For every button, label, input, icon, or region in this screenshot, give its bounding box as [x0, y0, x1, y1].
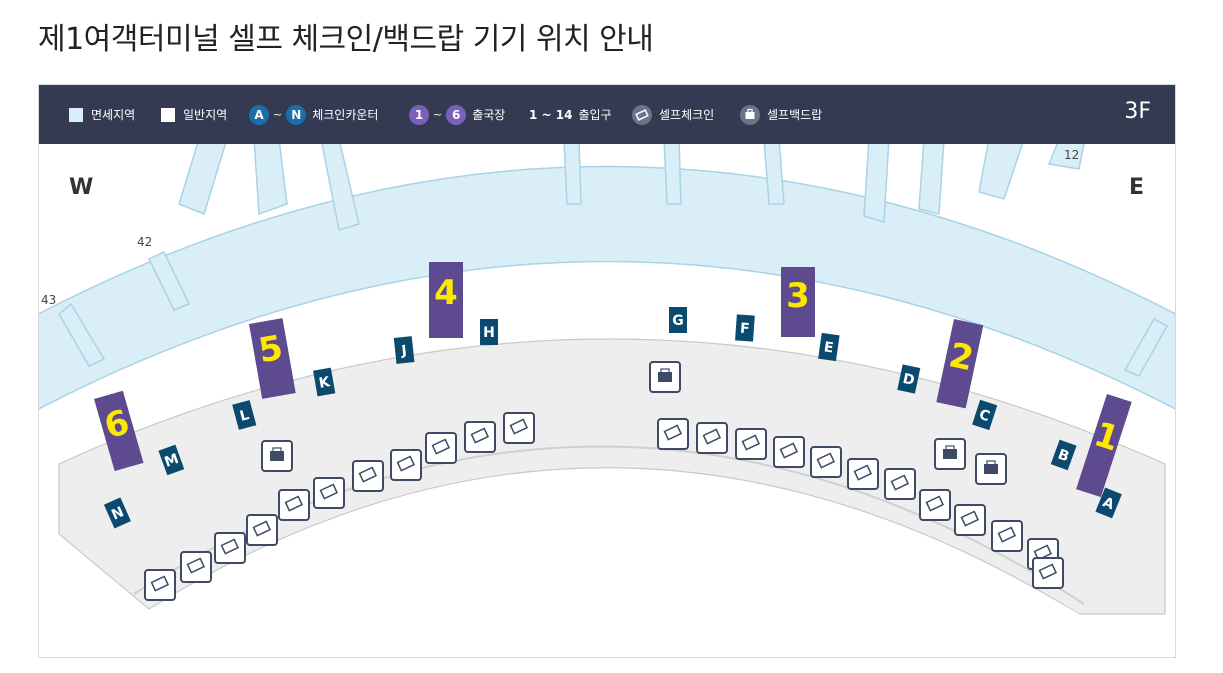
page-title: 제1여객터미널 셀프 체크인/백드랍 기기 위치 안내 [38, 22, 654, 57]
legend-self-checkin: 셀프체크인 [631, 85, 714, 144]
boarding-piers [58, 144, 1169, 377]
self-bagdrop-luggage-icon[interactable] [261, 440, 293, 472]
checkin-counter-b[interactable]: B [1050, 439, 1077, 471]
checkin-counter-d[interactable]: D [897, 364, 921, 394]
checkin-counter-h[interactable]: H [480, 319, 498, 345]
departure-hall-3[interactable]: 3 [781, 267, 815, 337]
svg-text:F: F [740, 321, 751, 338]
self-checkin-kiosk-icon[interactable] [773, 436, 805, 468]
self-checkin-kiosk-icon[interactable] [313, 477, 345, 509]
legend-departure-to: 6 [446, 104, 467, 125]
self-checkin-kiosk-icon[interactable] [919, 489, 951, 521]
self-checkin-markers [144, 412, 1064, 601]
svg-text:M: M [162, 451, 181, 471]
legend-duty-free-label: 면세지역 [91, 108, 136, 122]
terminal-map: 면세지역 일반지역 A ~ N 체크인카운터 1 ~ 6 출국장 1 ~ 14 … [38, 84, 1176, 658]
legend-counter-to: N [286, 104, 307, 125]
checkin-counter-e[interactable]: E [818, 332, 840, 362]
gate-number-12: 12 [1064, 148, 1079, 162]
legend-departure-tilde: ~ [433, 108, 443, 121]
self-checkin-kiosk-icon[interactable] [503, 412, 535, 444]
departure-hall-number: 4 [434, 273, 458, 313]
legend-departure-label: 출국장 [472, 108, 506, 122]
self-checkin-kiosk-icon[interactable] [735, 428, 767, 460]
legend-self-bagdrop-label: 셀프백드랍 [767, 108, 823, 122]
landside-apron [53, 476, 1165, 657]
self-checkin-kiosk-icon[interactable] [657, 418, 689, 450]
checkin-counter-f[interactable]: F [735, 314, 755, 342]
legend-self-checkin-label: 셀프체크인 [659, 108, 715, 122]
east-label: E [1129, 175, 1144, 200]
self-checkin-kiosk-icon[interactable] [991, 520, 1023, 552]
checkin-counter-l[interactable]: L [232, 400, 257, 430]
departure-hall-number: 3 [786, 276, 810, 316]
self-bagdrop-markers [261, 361, 1007, 485]
departure-hall-2[interactable]: 2 [936, 319, 984, 409]
svg-text:D: D [901, 371, 916, 389]
legend-counter-tilde: ~ [273, 108, 283, 121]
self-checkin-kiosk-icon[interactable] [278, 489, 310, 521]
self-checkin-kiosk-icon[interactable] [390, 449, 422, 481]
svg-text:J: J [400, 343, 408, 360]
checkin-counter-k[interactable]: K [313, 367, 336, 397]
self-checkin-kiosk-icon[interactable] [214, 532, 246, 564]
duty-free-swatch [69, 107, 83, 122]
departure-hall-4[interactable]: 4 [429, 262, 463, 338]
general-swatch [161, 107, 175, 122]
self-bagdrop-luggage-icon [740, 104, 760, 125]
map-legend-bar: 면세지역 일반지역 A ~ N 체크인카운터 1 ~ 6 출국장 1 ~ 14 … [39, 85, 1175, 144]
svg-text:G: G [672, 313, 684, 329]
checkin-counter-n[interactable]: N [103, 497, 131, 529]
legend-self-bagdrop: 셀프백드랍 [739, 85, 822, 144]
self-bagdrop-luggage-icon[interactable] [649, 361, 681, 393]
svg-text:L: L [238, 407, 251, 425]
self-checkin-kiosk-icon[interactable] [954, 504, 986, 536]
checkin-counter-g[interactable]: G [669, 307, 687, 333]
svg-text:B: B [1056, 447, 1072, 466]
legend-duty-free: 면세지역 [69, 85, 135, 144]
legend-checkin-counter: A ~ N 체크인카운터 [249, 85, 378, 144]
self-checkin-kiosk-icon[interactable] [246, 514, 278, 546]
svg-text:E: E [823, 339, 835, 356]
self-checkin-kiosk-icon[interactable] [352, 460, 384, 492]
checkin-counter-m[interactable]: M [158, 444, 185, 476]
departure-hall-number: 6 [100, 402, 134, 447]
self-checkin-kiosk-icon[interactable] [884, 468, 916, 500]
terminal-floorplan: W E 42 43 12 1 2 3 4 5 6 [39, 144, 1175, 657]
floor-label: 3F [1124, 99, 1151, 124]
west-label: W [69, 175, 93, 200]
legend-counter-from: A [249, 104, 269, 125]
svg-text:H: H [483, 325, 495, 341]
self-checkin-kiosk-icon[interactable] [696, 422, 728, 454]
checkin-hall [58, 338, 1166, 615]
gate-number-43: 43 [41, 293, 56, 307]
legend-gates-range: 1 ~ 14 [529, 107, 573, 122]
self-bagdrop-luggage-icon[interactable] [934, 438, 966, 470]
self-checkin-kiosk-icon [632, 104, 652, 125]
self-checkin-kiosk-icon[interactable] [847, 458, 879, 490]
svg-text:C: C [977, 407, 992, 425]
self-checkin-kiosk-icon[interactable] [464, 421, 496, 453]
legend-departure-from: 1 [409, 104, 429, 125]
self-checkin-kiosk-icon[interactable] [144, 569, 176, 601]
legend-general-label: 일반지역 [183, 108, 228, 122]
self-checkin-kiosk-icon[interactable] [180, 551, 212, 583]
departure-hall-5[interactable]: 5 [249, 318, 296, 399]
legend-counter-label: 체크인카운터 [312, 108, 379, 122]
legend-gates-label: 출입구 [578, 108, 612, 122]
svg-text:K: K [318, 374, 333, 392]
checkin-counter-j[interactable]: J [393, 336, 415, 364]
self-checkin-kiosk-icon[interactable] [1032, 557, 1064, 589]
checkin-counter-c[interactable]: C [972, 399, 998, 431]
self-checkin-kiosk-icon[interactable] [425, 432, 457, 464]
self-bagdrop-luggage-icon[interactable] [975, 453, 1007, 485]
legend-gates: 1 ~ 14 출입구 [529, 85, 612, 144]
checkin-counter-a[interactable]: A [1095, 487, 1122, 519]
duty-free-concourse [39, 165, 1175, 410]
legend-general: 일반지역 [161, 85, 227, 144]
departure-hall-6[interactable]: 6 [94, 390, 144, 472]
self-checkin-kiosk-icon[interactable] [810, 446, 842, 478]
gate-number-42: 42 [137, 235, 152, 249]
legend-departure-hall: 1 ~ 6 출국장 [409, 85, 505, 144]
